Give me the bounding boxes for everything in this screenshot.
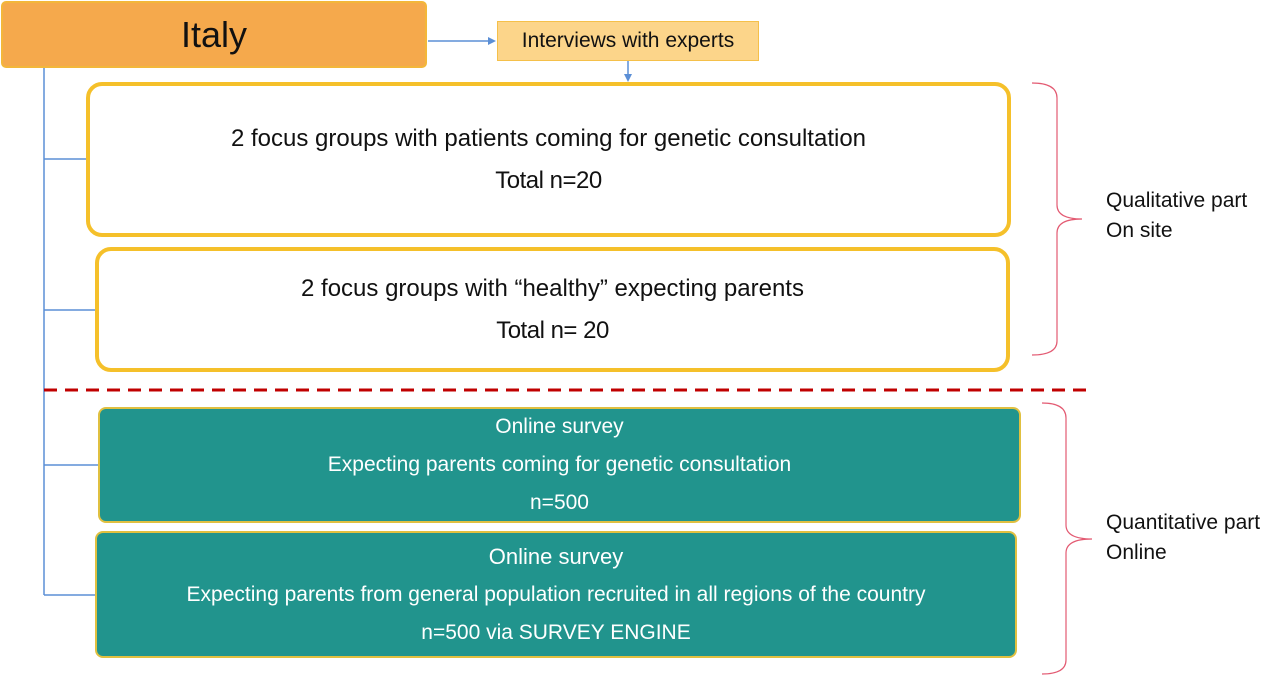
- survey-box-consultation: Online survey Expecting parents coming f…: [98, 407, 1021, 523]
- focus-group-total: Total n=20: [495, 166, 602, 194]
- arrowhead-experts: [488, 37, 496, 45]
- focus-group-description: 2 focus groups with patients coming for …: [230, 124, 867, 152]
- quantitative-label: Quantitative part Online: [1106, 508, 1260, 568]
- survey-title: Online survey: [488, 543, 624, 569]
- qualitative-label-line1: Qualitative part: [1106, 189, 1248, 212]
- country-label: Italy: [180, 13, 248, 55]
- focus-group-box-patients: 2 focus groups with patients coming for …: [86, 82, 1011, 237]
- country-box: Italy: [1, 1, 427, 68]
- survey-box-general-population: Online survey Expecting parents from gen…: [95, 531, 1017, 658]
- focus-group-box-healthy: 2 focus groups with “healthy” expecting …: [95, 247, 1010, 372]
- survey-description: Expecting parents coming for genetic con…: [327, 453, 792, 476]
- qualitative-label: Qualitative part On site: [1106, 186, 1247, 246]
- survey-description: Expecting parents from general populatio…: [186, 582, 926, 606]
- survey-title: Online survey: [495, 415, 624, 438]
- experts-box: Interviews with experts: [497, 21, 759, 61]
- quantitative-label-line2: Online: [1106, 541, 1167, 564]
- experts-label: Interviews with experts: [521, 29, 735, 52]
- survey-count: n=500 via SURVEY ENGINE: [421, 620, 691, 644]
- survey-count: n=500: [530, 491, 589, 514]
- qualitative-bracket: [1031, 82, 1083, 356]
- focus-group-total: Total n= 20: [496, 316, 609, 344]
- arrowhead-focus: [624, 74, 632, 82]
- focus-group-description: 2 focus groups with “healthy” expecting …: [301, 274, 804, 302]
- qualitative-label-line2: On site: [1106, 219, 1173, 242]
- quantitative-label-line1: Quantitative part: [1106, 511, 1261, 534]
- quantitative-bracket: [1041, 402, 1093, 675]
